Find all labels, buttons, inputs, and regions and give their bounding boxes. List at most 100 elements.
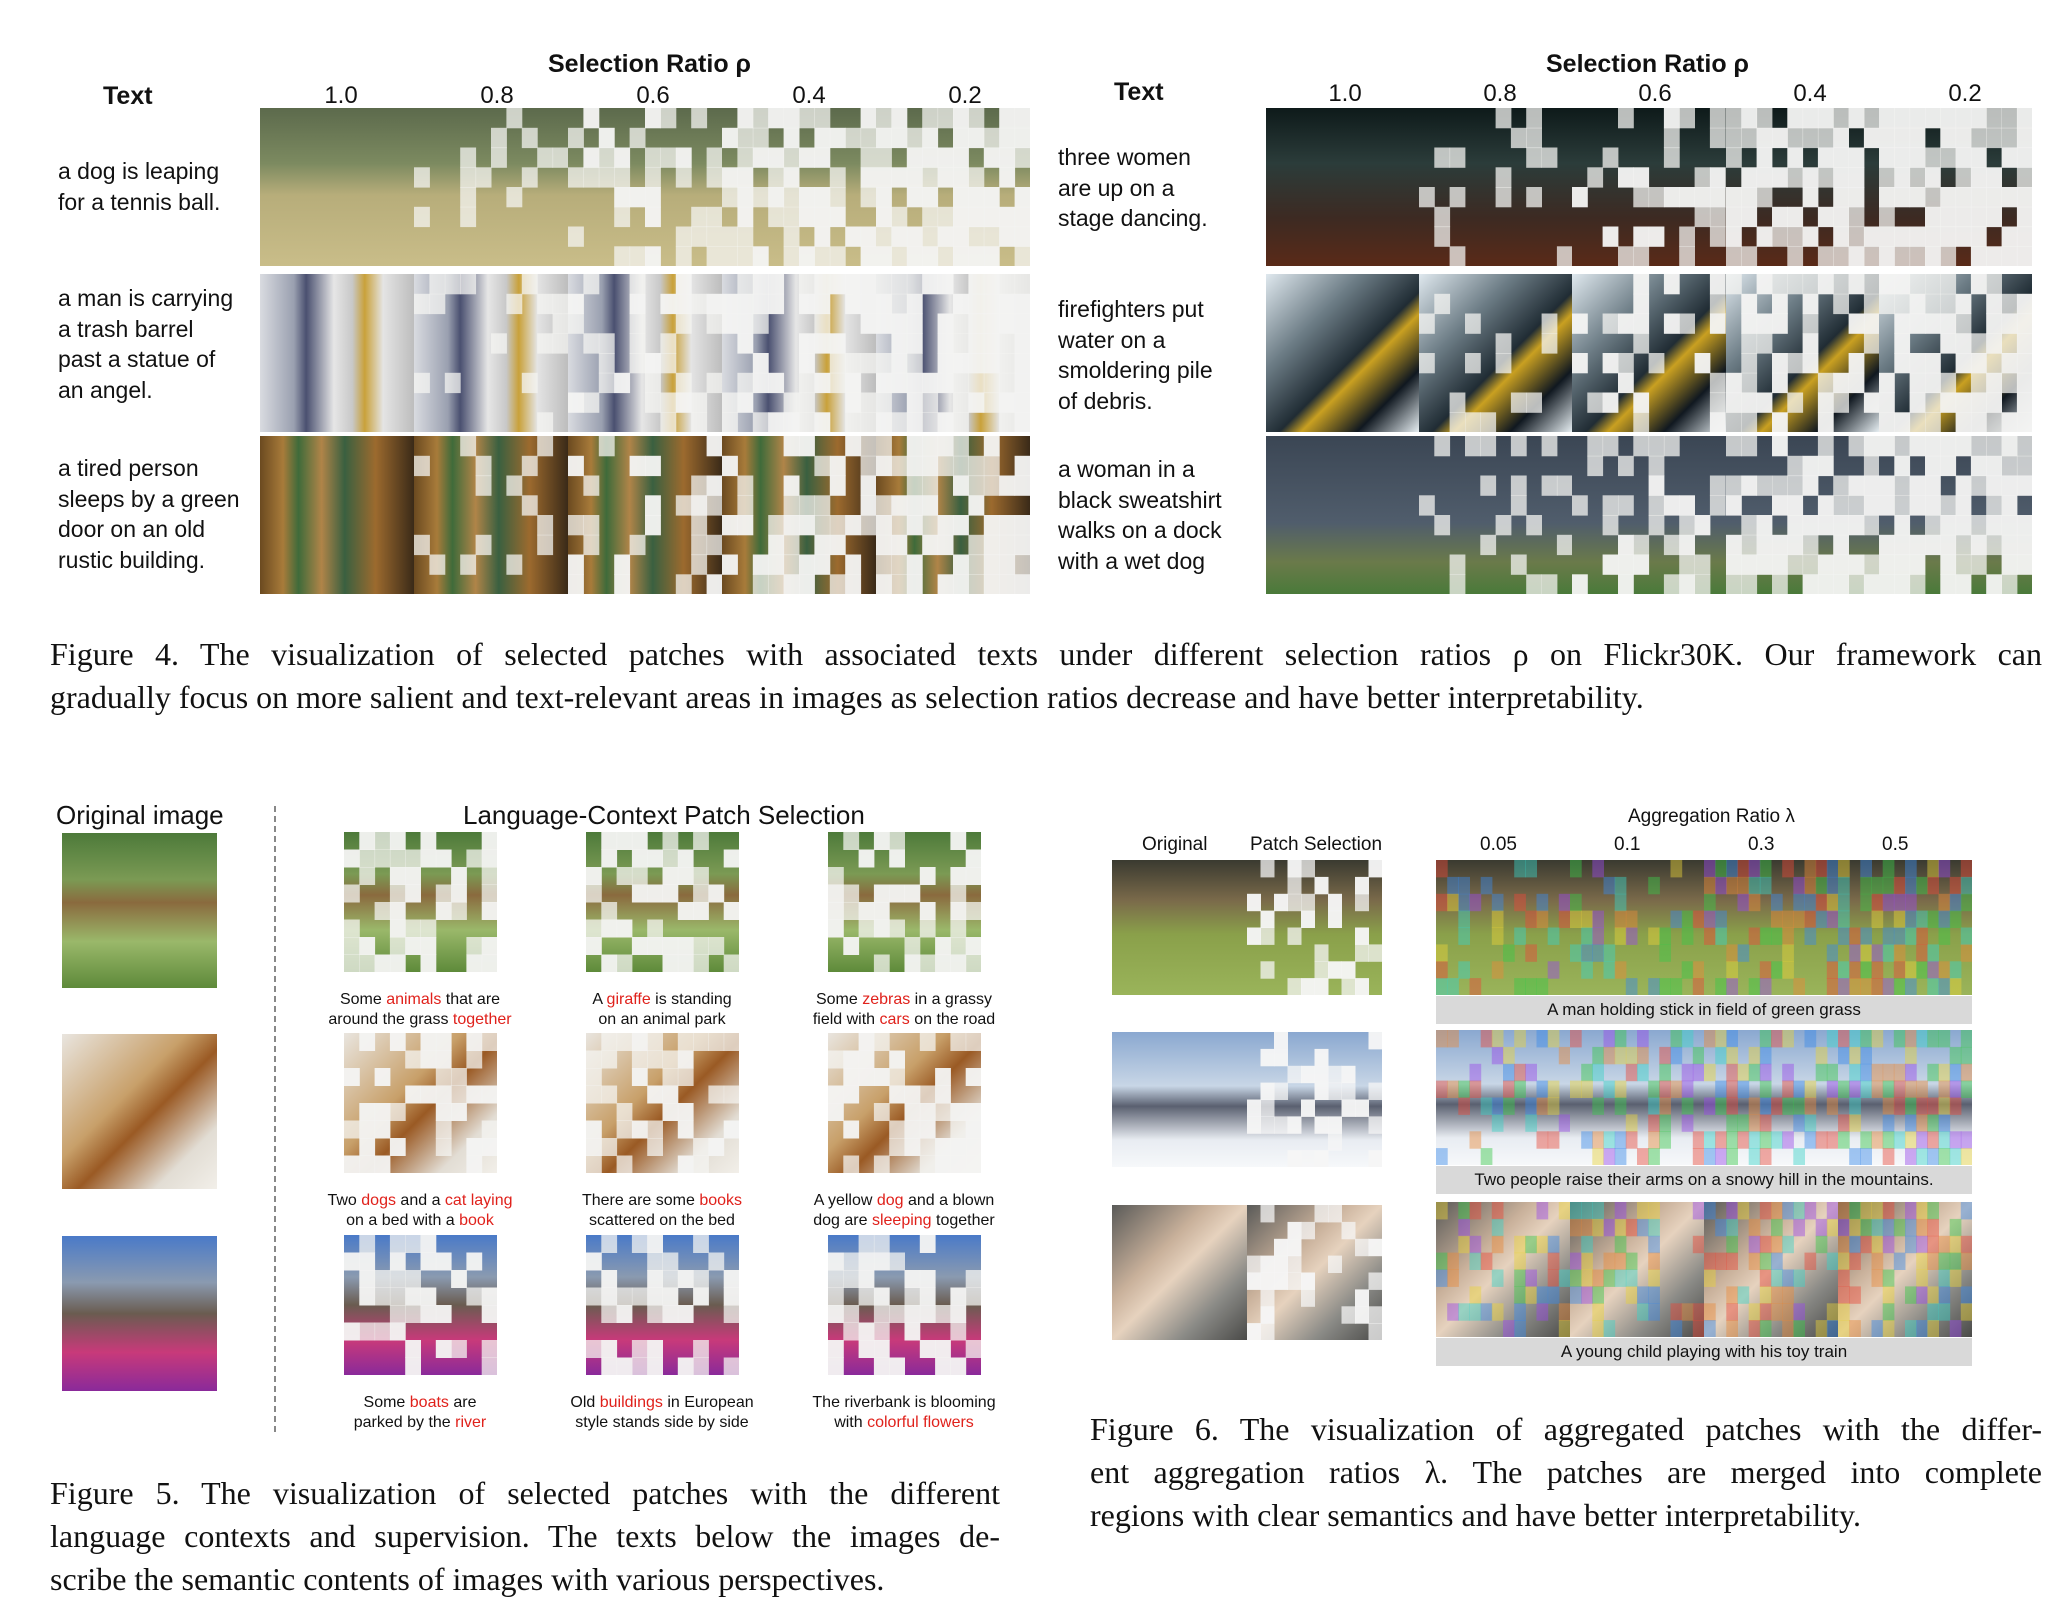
figure-6-caption: Figure 6. The visualization of aggregate… [1090,1408,2042,1537]
aggregation-strip-snowy-mountains [1436,1030,1972,1165]
highlighted-word: book [459,1212,494,1229]
caption-line: Old buildings in European [562,1393,762,1413]
aggregated-tile [1704,1030,1838,1165]
selected-patches-giraffe-zebras-3 [828,832,981,972]
caption-line: around the grass together [320,1010,520,1030]
highlighted-word: sleeping [871,1212,932,1229]
fig4-left-text-2: a man is carrying a trash barrel past a … [58,285,234,403]
aggregated-tile [1570,1030,1704,1165]
caption-text: There are some [581,1192,700,1209]
aggregated-tile [1838,860,1972,995]
fig4-right-text-3: a woman in a black sweatshirt walks on a… [1058,456,1222,574]
highlighted-word: cars [879,1011,910,1028]
figure-6-caption-line-2: ent aggregation ratios λ. The patches ar… [1090,1454,2042,1490]
aggregation-strip-child-toy-train [1436,1202,1972,1337]
selection-ratio-label: 0.6 [636,82,670,109]
patch-tile-0-2 [1878,108,2032,266]
patch-selection-header: Patch Selection [1250,834,1383,855]
aggregated-tile [1704,860,1838,995]
language-context-header: Language-Context Patch Selection [463,800,865,830]
caption-line: Some animals that are [320,990,520,1010]
highlighted-word: zebras [862,991,911,1008]
original-header: Original [1142,834,1208,855]
caption-line: A giraffe is standing [562,990,762,1010]
caption-text: Some [815,991,863,1008]
caption-line: on an animal park [562,1010,762,1030]
caption-text: and a blown [903,1192,995,1209]
fig4-right-text-1: three women are up on a stage dancing. [1058,144,1208,231]
text-header-right: Text [1114,78,1164,106]
caption-text: with [834,1414,868,1431]
caption-line: There are some books [562,1191,762,1211]
selected-patches-dog-cat-bed-1 [344,1033,497,1173]
fig4-strip-statue-street [260,274,1030,432]
patch-tile-0-2 [1878,274,2032,432]
aggregated-tile [1436,1030,1570,1165]
aggregation-ratio-label: 0.05 [1480,834,1517,855]
caption-text: is standing [650,991,732,1008]
caption-text: are [448,1394,477,1411]
selection-ratio-label: 0.4 [1793,80,1827,107]
figure-5-caption-line-3: scribe the semantic contents of images w… [50,1561,885,1597]
patch-tile-0-6 [1572,274,1726,432]
caption-line: parked by the river [320,1413,520,1433]
fig4-strip-dog-field [260,108,1030,266]
aggregation-ratio-label: 0.5 [1882,834,1909,855]
aggregated-tile [1436,1202,1570,1337]
caption-line: Two dogs and a cat laying [320,1191,520,1211]
highlighted-word: river [455,1414,487,1431]
patch-tile-1 [1266,274,1420,432]
patch-tile-0-6 [568,274,722,432]
caption-text: Some [339,991,387,1008]
caption-line: scattered on the bed [562,1211,762,1231]
original-image-canal-flowers [62,1236,217,1391]
patch-tile-0-4 [1725,108,1879,266]
original-image-header: Original image [56,800,224,830]
selection-ratio-label: 1.0 [1328,80,1362,107]
selected-patches-canal-flowers-3 [828,1235,981,1375]
caption-line: with colorful flowers [804,1413,1004,1433]
caption-text: dog are [813,1212,872,1229]
highlighted-word: books [699,1192,743,1209]
selected-patches-canal-flowers-1 [344,1235,497,1375]
fig4-strip-woman-dog-dock [1266,436,2032,594]
caption-text: scattered on the bed [589,1212,735,1229]
highlighted-word: dog [876,1192,904,1209]
patch-tile-0-2 [876,108,1030,266]
patch-tile-0-8 [1419,274,1573,432]
caption-line: dog are sleeping together [804,1211,1004,1231]
highlighted-word: buildings [599,1394,663,1411]
patch-tile-0-8 [1419,436,1573,594]
caption-text: Old [570,1394,600,1411]
patch-tile-0-6 [568,108,722,266]
aggregation-caption: A young child playing with his toy train [1436,1338,1972,1366]
patch-tile-0-8 [414,274,568,432]
patch-tile-0-2 [876,436,1030,594]
caption-text: together [931,1212,995,1229]
caption-line: style stands side by side [562,1413,762,1433]
caption-text: on a bed with a [346,1212,460,1229]
patch-selection-man-field [1247,860,1382,995]
fig4-strip-green-door [260,436,1030,594]
patch-tile-0-4 [722,108,876,266]
patch-tile-1 [1266,436,1420,594]
text-header-left: Text [103,82,153,110]
selected-patches-dog-cat-bed-3 [828,1033,981,1173]
patch-tile-0-4 [1725,274,1879,432]
caption-line: Some zebras in a grassy [804,990,1004,1010]
figure-6-caption-line-3: regions with clear semantics and have be… [1090,1497,1861,1533]
highlighted-word: together [452,1011,512,1028]
patch-tile-1 [260,436,414,594]
selection-ratio-label: 0.8 [480,82,514,109]
selection-ratio-header-right: Selection Ratio ρ [1546,50,1750,78]
patch-tile-0-6 [1572,108,1726,266]
aggregated-tile [1838,1202,1972,1337]
highlighted-word: cat laying [444,1192,513,1209]
